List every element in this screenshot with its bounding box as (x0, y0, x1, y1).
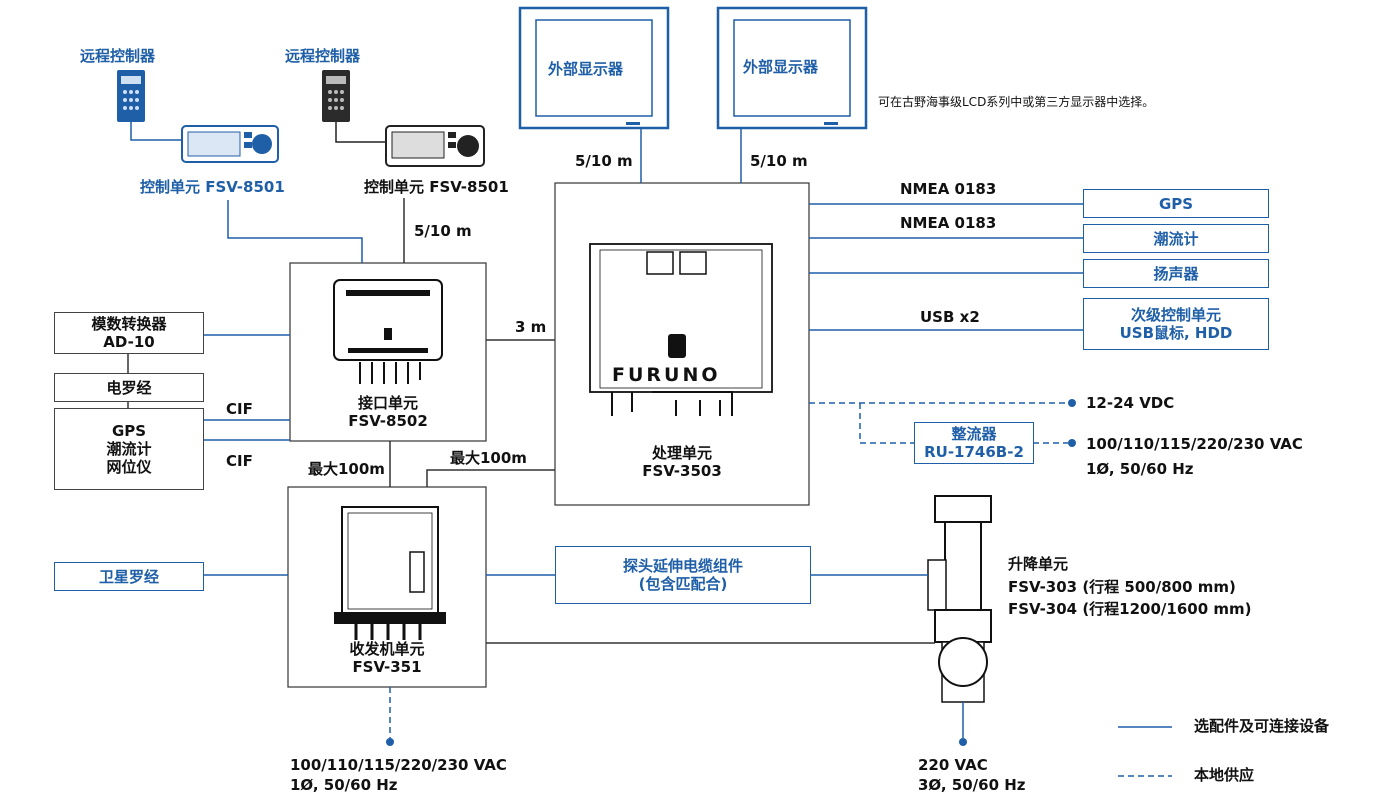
hoist-unit-icon (927, 495, 992, 703)
current-meter-box: 潮流计 (1083, 224, 1269, 253)
cable-length-label: 5/10 m (575, 152, 633, 170)
dc-power-label: 12-24 VDC (1086, 394, 1175, 412)
gyro-box: 电罗经 (54, 373, 204, 402)
sensors-box: GPS 潮流计 网位仪 (54, 408, 204, 490)
hoist-power-label: 220 VAC (918, 756, 988, 774)
monitor-icon (518, 6, 670, 130)
ac-power-phase: 1Ø, 50/60 Hz (1086, 460, 1194, 478)
cable-length-label: 3 m (515, 318, 547, 336)
monitor-icon (716, 6, 868, 130)
transceiver-unit-icon (334, 506, 446, 640)
hoist-model-303: FSV-303 (行程 500/800 mm) (1008, 578, 1236, 596)
nmea-label: NMEA 0183 (900, 180, 997, 198)
satellite-compass-box: 卫星罗经 (54, 562, 204, 591)
processor-unit-icon (589, 243, 773, 416)
external-display-label: 外部显示器 (743, 58, 819, 76)
usb-label: USB x2 (920, 308, 980, 326)
control-panel-icon (385, 125, 485, 167)
cable-length-label: 5/10 m (750, 152, 808, 170)
furuno-logo: FURUNO (612, 364, 721, 386)
hoist-power-phase: 3Ø, 50/60 Hz (918, 776, 1026, 794)
control-panel-icon (181, 125, 279, 163)
remote-controller-icon (117, 70, 145, 122)
legend-local: 本地供应 (1194, 766, 1255, 784)
sub-control-box: 次级控制单元 USB鼠标, HDD (1083, 298, 1269, 350)
probe-cable-box: 探头延伸电缆组件 (包含匹配合) (555, 546, 811, 604)
remote-controller-label: 远程控制器 (80, 47, 156, 65)
control-unit-label: 控制单元 FSV-8501 (140, 178, 285, 196)
interface-unit-icon (333, 279, 443, 384)
gps-box: GPS (1083, 189, 1269, 218)
remote-controller-icon (322, 70, 350, 122)
legend-optional: 选配件及可连接设备 (1194, 717, 1330, 735)
transceiver-power-phase: 1Ø, 50/60 Hz (290, 776, 398, 794)
remote-controller-label: 远程控制器 (285, 47, 361, 65)
cif-label: CIF (226, 452, 253, 470)
nmea-label: NMEA 0183 (900, 214, 997, 232)
cable-length-label: 最大100m (308, 460, 385, 478)
rectifier-box: 整流器 RU-1746B-2 (914, 422, 1034, 464)
display-note: 可在古野海事级LCD系列中或第三方显示器中选择。 (878, 95, 1155, 109)
transceiver-power-label: 100/110/115/220/230 VAC (290, 756, 507, 774)
cif-label: CIF (226, 400, 253, 418)
processor-unit-label: 处理单元 FSV-3503 (642, 444, 722, 480)
cable-length-label: 最大100m (450, 449, 527, 467)
transceiver-unit-label: 收发机单元 FSV-351 (349, 640, 425, 676)
hoist-unit-label: 升降单元 (1008, 555, 1069, 573)
cable-length-label: 5/10 m (414, 222, 472, 240)
interface-unit-label: 接口单元 FSV-8502 (348, 394, 428, 430)
external-display-label: 外部显示器 (548, 60, 624, 78)
ac-power-label: 100/110/115/220/230 VAC (1086, 435, 1303, 453)
speaker-box: 扬声器 (1083, 259, 1269, 288)
ad-converter-box: 模数转换器 AD-10 (54, 312, 204, 354)
hoist-model-304: FSV-304 (行程1200/1600 mm) (1008, 600, 1252, 618)
control-unit-label: 控制单元 FSV-8501 (364, 178, 509, 196)
